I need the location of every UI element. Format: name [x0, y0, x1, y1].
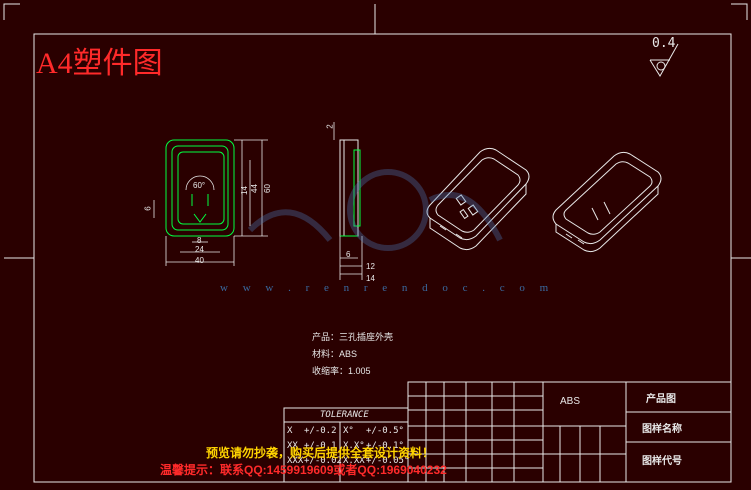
title-block-drawing-name: 图样名称: [642, 424, 682, 435]
tolerance-r2-c1: +/-0.02: [304, 456, 342, 466]
watermark-site-text: w w w . r e n r e n d o c . c o m: [220, 282, 555, 294]
warning-line-1: 预览请勿抄袭，购买后提供全套设计资料！: [206, 446, 435, 460]
dim-14: 14: [239, 186, 249, 195]
dim-14b: 14: [366, 274, 375, 283]
tolerance-r2-c0: XXX: [287, 456, 304, 466]
dim-24: 24: [195, 245, 204, 254]
dim-6: 6: [143, 206, 153, 211]
dim-60: 60: [262, 184, 272, 193]
tolerance-r1-c2: X.X°: [343, 441, 365, 451]
trim-mark-tl: [3, 3, 20, 20]
tolerance-r2-c2: X.XX°: [343, 456, 371, 466]
tolerance-r2-c3: +/-0.05°: [366, 456, 410, 466]
dim-6b: 6: [346, 250, 351, 259]
tolerance-header: TOLERANCE: [320, 410, 369, 420]
front-view: [165, 139, 235, 237]
dim-44: 44: [249, 184, 259, 193]
tolerance-r1-c1: +/-0.1: [304, 441, 337, 451]
tolerance-r0-c0: X: [287, 426, 293, 436]
ground-slot: [193, 213, 207, 223]
front-outer-outline: [165, 139, 235, 237]
isometric-view-2: [552, 151, 662, 253]
dim-8: 8: [197, 236, 202, 245]
dim-12: 12: [366, 262, 375, 271]
front-dims: [153, 139, 268, 266]
side-dims: [333, 122, 363, 280]
tolerance-r1-c0: XX: [287, 441, 298, 451]
roughness-value: 0.4: [652, 36, 676, 51]
front-inner-outline: [171, 145, 229, 231]
warning-line-2: 温馨提示：联系QQ:1459919609或者QQ:1969040232: [160, 463, 447, 477]
watermark-logo: [247, 169, 503, 251]
note-product: 产品：三孔插座外壳: [312, 332, 394, 342]
dim-40: 40: [195, 256, 204, 265]
isometric-view-1: [426, 147, 530, 251]
title-block-lines: [407, 381, 732, 483]
title-block-drawing-code: 图样代号: [642, 456, 682, 467]
trim-mark-tr: [731, 3, 748, 20]
tolerance-r1-c3: +/-0.1°: [366, 441, 404, 451]
note-material: 材料：ABS: [312, 349, 358, 359]
tolerance-r0-c3: +/-0.5°: [366, 426, 404, 436]
dim-angle-60: 60°: [193, 181, 206, 190]
dim-2: 2: [325, 124, 335, 129]
tolerance-table-lines: [283, 407, 409, 483]
roughness-symbol: [649, 43, 679, 77]
tolerance-r0-c1: +/-0.2: [304, 426, 337, 436]
front-recess-outline: [177, 151, 225, 225]
drawing-title: A4塑件图: [36, 47, 163, 80]
tolerance-r0-c2: X°: [343, 426, 354, 436]
title-block-material: ABS: [560, 396, 581, 407]
note-shrink: 收缩率：1.005: [312, 366, 371, 376]
title-block-drawing-type: 产品图: [646, 394, 676, 405]
side-view: [339, 139, 361, 237]
side-lip: [353, 149, 361, 227]
